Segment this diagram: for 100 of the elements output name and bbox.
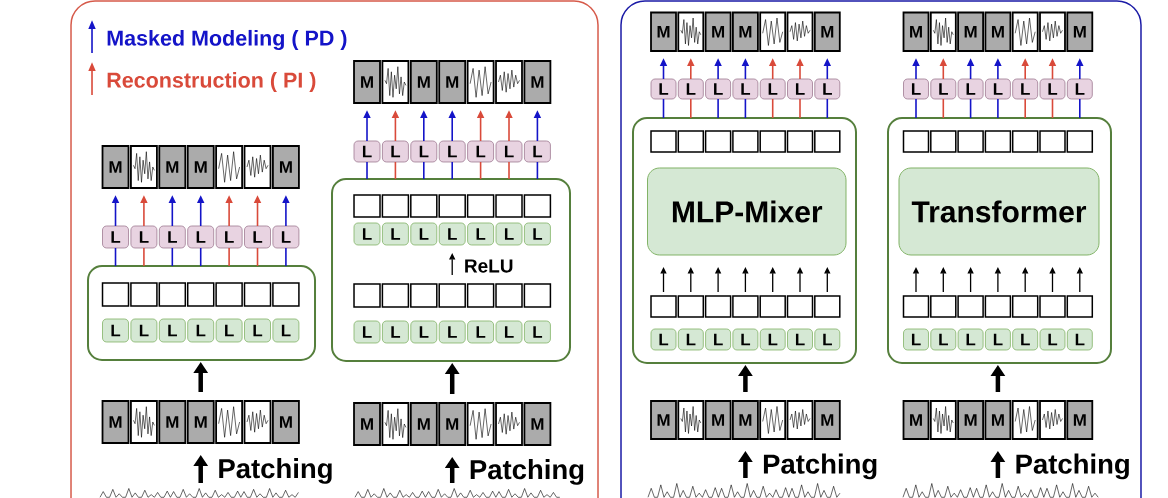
connector-line <box>1051 98 1054 119</box>
signal-patch <box>786 400 814 440</box>
connector-line <box>536 161 539 180</box>
layer-box: L <box>244 225 271 249</box>
edge-label: ReLU <box>463 258 514 274</box>
connector-line <box>171 247 174 267</box>
masked-patch: M <box>732 400 759 440</box>
signal-wave <box>354 488 561 498</box>
connector-line <box>717 98 719 119</box>
layer-box: L <box>353 140 381 163</box>
masked-patch: M <box>704 400 732 440</box>
masked-patch: M <box>186 400 215 444</box>
layer-box: L <box>930 328 957 351</box>
signal-wave <box>902 483 1099 498</box>
edge-label: Patching <box>1014 453 1132 480</box>
connector-line <box>690 98 692 119</box>
connector-line <box>285 247 287 267</box>
masked-patch: M <box>957 400 984 440</box>
signal-wave <box>647 483 841 498</box>
panel-frame <box>70 0 599 498</box>
connector-line <box>662 98 665 119</box>
signal-wave <box>99 488 299 498</box>
connector-line <box>423 161 425 180</box>
masked-patch: M <box>438 60 467 104</box>
connector-line <box>508 161 510 180</box>
masked-patch: M <box>158 400 187 444</box>
masked-patch: M <box>650 400 677 440</box>
layer-box: L <box>272 318 300 343</box>
legend-text: Masked Modeling ( PD ) <box>107 29 347 51</box>
layer-box: L <box>677 328 704 351</box>
layer-box: L <box>985 328 1011 351</box>
masked-patch: M <box>813 400 841 440</box>
layer-box: L <box>495 320 523 344</box>
connector-line <box>479 161 482 180</box>
masked-patch: M <box>1066 11 1094 52</box>
connector-line <box>256 247 259 267</box>
layer-box: L <box>787 78 813 100</box>
masked-patch: M <box>353 60 381 104</box>
connector-line <box>451 161 453 180</box>
encoder-frame <box>887 117 1112 364</box>
masked-patch: M <box>438 402 467 446</box>
layer-box: L <box>187 318 215 343</box>
layer-box: L <box>930 78 957 100</box>
layer-box: L <box>759 328 786 351</box>
masked-patch: M <box>523 402 552 446</box>
arrow <box>687 267 694 293</box>
signal-patch <box>929 11 957 52</box>
signal-patch <box>677 400 705 440</box>
layer-box: L <box>732 328 759 351</box>
masked-patch: M <box>902 11 930 52</box>
layer-box: L <box>732 78 759 100</box>
arrow <box>967 267 974 293</box>
layer-box: L <box>985 78 1011 100</box>
layer-box: L <box>215 225 243 249</box>
edge-label: Patching <box>468 458 586 486</box>
layer-box: L <box>382 222 409 246</box>
encoder-frame <box>87 265 316 361</box>
layer-box: L <box>759 78 786 100</box>
layer-box: L <box>1066 328 1093 351</box>
layer-box: L <box>410 222 438 246</box>
masked-patch: M <box>1066 400 1094 440</box>
masked-patch: M <box>353 402 381 446</box>
connector-line <box>199 247 202 267</box>
layer-box: L <box>410 140 438 163</box>
signal-patch <box>466 402 495 446</box>
panel-frame <box>620 0 1142 498</box>
layer-box: L <box>467 320 494 344</box>
signal-patch <box>215 400 243 444</box>
model-block: MLP-Mixer <box>647 167 847 256</box>
signal-patch <box>677 11 705 52</box>
arrow <box>769 267 776 293</box>
layer-box: L <box>158 225 186 249</box>
connector-line <box>366 161 368 180</box>
layer-box: L <box>495 140 523 163</box>
layer-box: L <box>650 328 677 351</box>
masked-patch: M <box>957 11 984 52</box>
masked-patch: M <box>272 145 300 189</box>
layer-box: L <box>102 225 129 249</box>
layer-box: L <box>410 320 438 344</box>
layer-box: L <box>524 320 551 344</box>
signal-patch <box>215 145 243 189</box>
signal-patch <box>243 145 272 189</box>
connector-line <box>771 98 774 119</box>
signal-patch <box>243 400 272 444</box>
layer-box: L <box>353 320 381 344</box>
layer-box: L <box>467 140 494 163</box>
layer-box: L <box>187 225 215 249</box>
connector-line <box>942 98 945 119</box>
signal-patch <box>1011 11 1039 52</box>
layer-box: L <box>705 78 731 100</box>
layer-box: L <box>524 222 551 246</box>
signal-patch <box>381 60 410 104</box>
connector-line <box>1024 98 1026 119</box>
masked-patch: M <box>409 402 438 446</box>
layer-box: L <box>272 225 300 249</box>
masked-patch: M <box>101 145 130 189</box>
signal-patch <box>130 400 158 444</box>
signal-patch <box>1039 400 1066 440</box>
layer-box: L <box>102 318 129 343</box>
masked-patch: M <box>650 11 677 52</box>
